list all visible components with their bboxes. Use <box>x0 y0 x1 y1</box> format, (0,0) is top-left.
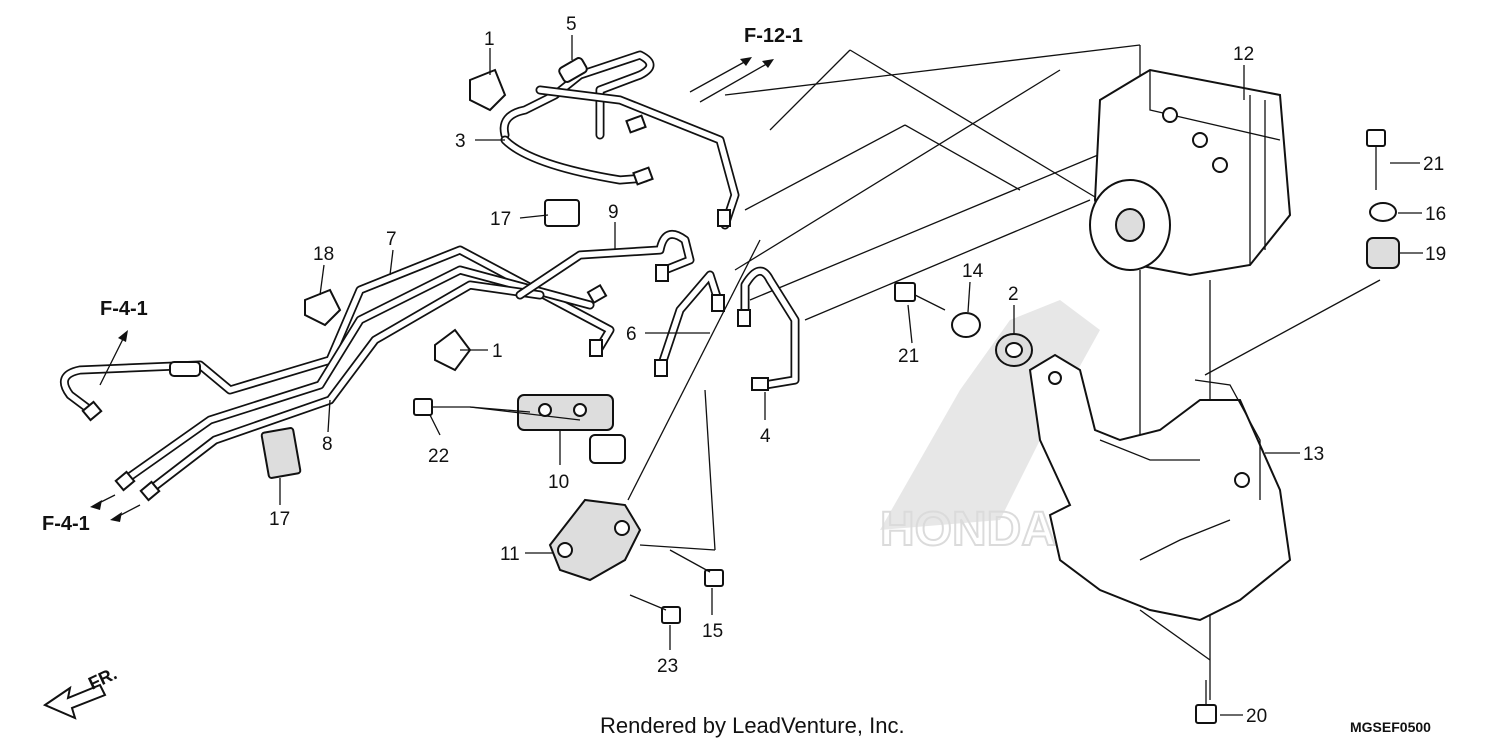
callout-3: 3 <box>455 131 466 152</box>
callout-21b: 21 <box>898 346 919 367</box>
credit-text: Rendered by LeadVenture, Inc. <box>600 713 905 738</box>
callout-2: 2 <box>1008 284 1019 305</box>
callout-12: 12 <box>1233 44 1254 65</box>
callout-22: 22 <box>428 446 449 467</box>
ref-f4-1-bottom: F-4-1 <box>42 513 90 535</box>
front-direction-arrow: FR. <box>42 663 120 720</box>
callout-15: 15 <box>702 621 723 642</box>
callout-8: 8 <box>322 434 333 455</box>
pipe-fittings <box>81 57 769 502</box>
callout-13: 13 <box>1303 444 1324 465</box>
abs-modulator-12 <box>1089 68 1292 277</box>
bracket-13 <box>1028 353 1292 622</box>
callout-1b: 1 <box>492 341 503 362</box>
callout-1: 1 <box>484 29 495 50</box>
callout-4: 4 <box>760 426 771 447</box>
honda-watermark: HONDA <box>879 300 1100 557</box>
callout-leaders <box>90 35 1423 716</box>
valve-part-10 <box>517 394 626 464</box>
clips <box>260 68 580 479</box>
ref-f4-1-top: F-4-1 <box>100 298 148 320</box>
bolts <box>413 129 1386 724</box>
callout-5: 5 <box>566 14 577 35</box>
callout-18: 18 <box>313 244 334 265</box>
callout-19: 19 <box>1425 244 1446 265</box>
callout-23: 23 <box>657 656 678 677</box>
callout-16: 16 <box>1425 204 1446 225</box>
callout-21: 21 <box>1423 154 1444 175</box>
callout-labels: 1 5 3 17 9 18 7 1 6 8 22 10 4 17 11 15 2… <box>269 14 1446 727</box>
ref-f12-1: F-12-1 <box>744 25 803 47</box>
callout-9: 9 <box>608 202 619 223</box>
callout-20: 20 <box>1246 706 1267 727</box>
arrow-f12 <box>689 57 774 103</box>
callout-10: 10 <box>548 472 569 493</box>
watermark-text: HONDA <box>880 503 1056 556</box>
callout-11: 11 <box>500 544 520 565</box>
callout-14: 14 <box>962 261 984 282</box>
grommets <box>951 202 1400 367</box>
brake-pipes <box>59 50 800 495</box>
reference-labels: F-12-1 F-4-1 F-4-1 <box>42 25 803 535</box>
callout-6: 6 <box>626 324 637 345</box>
callout-7: 7 <box>386 229 397 250</box>
callout-17b: 17 <box>269 509 290 530</box>
valve-part-11 <box>548 498 642 582</box>
diagram-code: MGSEF0500 <box>1350 719 1431 735</box>
callout-17: 17 <box>490 209 511 230</box>
